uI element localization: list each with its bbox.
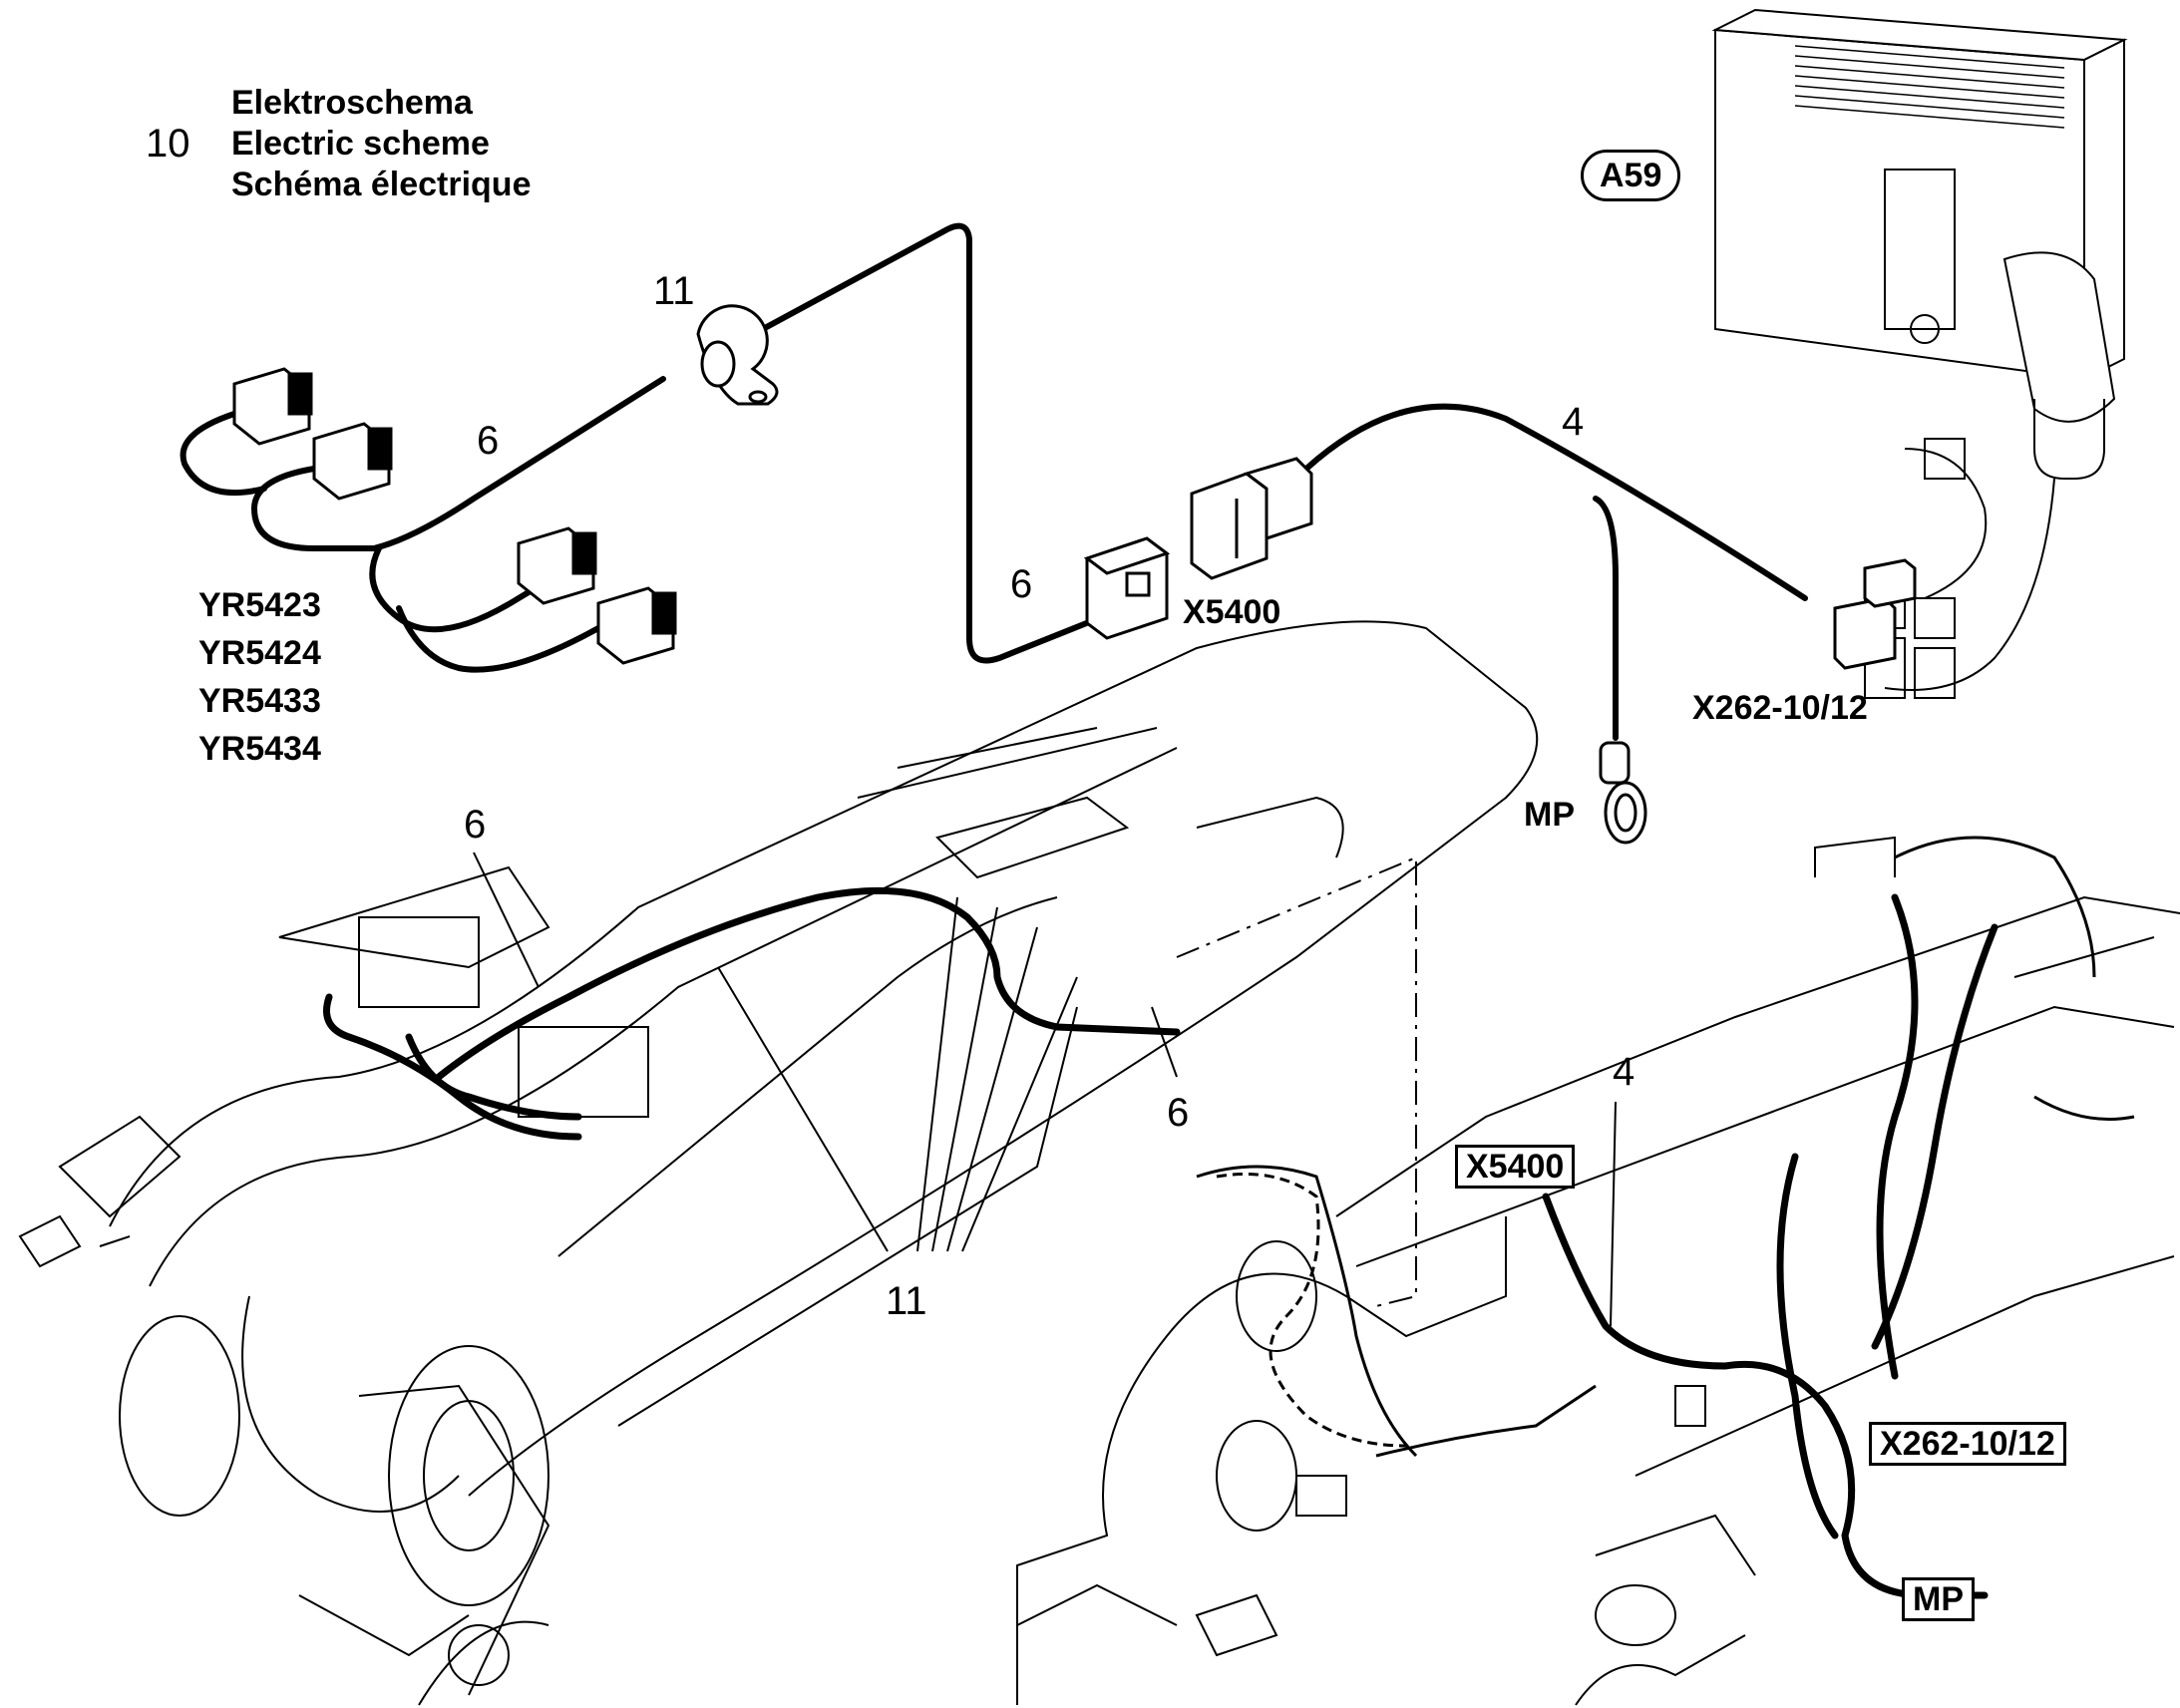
callout-clamp-top: 11 — [653, 269, 695, 313]
label-x262-top: X262-10/12 — [1692, 689, 1868, 727]
title-line-de: Elektroschema — [231, 84, 473, 122]
base-harness-thin-drawing — [1196, 836, 2135, 1458]
callout-boom-clamps: 11 — [886, 1279, 927, 1323]
label-valve-1: YR5423 — [198, 586, 321, 624]
connector-block-drawing — [1083, 536, 1171, 640]
clamp-11-drawing — [696, 304, 779, 406]
label-mp-top: MP — [1524, 796, 1575, 834]
valve-connectors-drawing — [232, 367, 677, 665]
callout-boom-harness-right: 6 — [1167, 1091, 1190, 1135]
x262-connector-drawing — [1833, 558, 1917, 670]
boom-harness-drawing — [323, 886, 1181, 1141]
x5400-connector-drawing — [1190, 457, 1313, 580]
label-valve-2: YR5424 — [198, 634, 321, 672]
callout-harness-x5400: 4 — [1562, 400, 1585, 444]
harness-6-drawing — [180, 222, 1808, 741]
boom-assembly-drawing — [18, 620, 1539, 1706]
callout-boom-harness-top: 6 — [464, 803, 487, 847]
title-line-fr: Schéma électrique — [231, 166, 532, 203]
title-number: 10 — [146, 122, 190, 166]
base-harness-drawing — [1542, 893, 1998, 1599]
label-a59: A59 — [1581, 150, 1681, 201]
title-line-en: Electric scheme — [231, 125, 490, 163]
alignment-line — [1176, 855, 1417, 1307]
leader-lines-drawing — [473, 852, 1617, 1327]
label-valve-3: YR5433 — [198, 682, 321, 720]
callout-base-harness: 4 — [1613, 1050, 1635, 1094]
base-frame-drawing — [1016, 836, 2180, 1706]
label-x5400-bottom: X5400 — [1455, 1145, 1576, 1189]
label-mp-bottom: MP — [1902, 1577, 1975, 1621]
label-x262-bottom: X262-10/12 — [1869, 1422, 2066, 1466]
base-harness-dashed — [1216, 1173, 1407, 1448]
callout-harness-connector: 6 — [1010, 562, 1033, 606]
callout-harness-left: 6 — [477, 419, 500, 463]
mp-ring-terminal-drawing — [1599, 741, 1647, 845]
label-valve-4: YR5434 — [198, 730, 321, 768]
control-unit-a59-drawing — [1711, 8, 2128, 699]
label-x5400-top: X5400 — [1183, 593, 1281, 631]
